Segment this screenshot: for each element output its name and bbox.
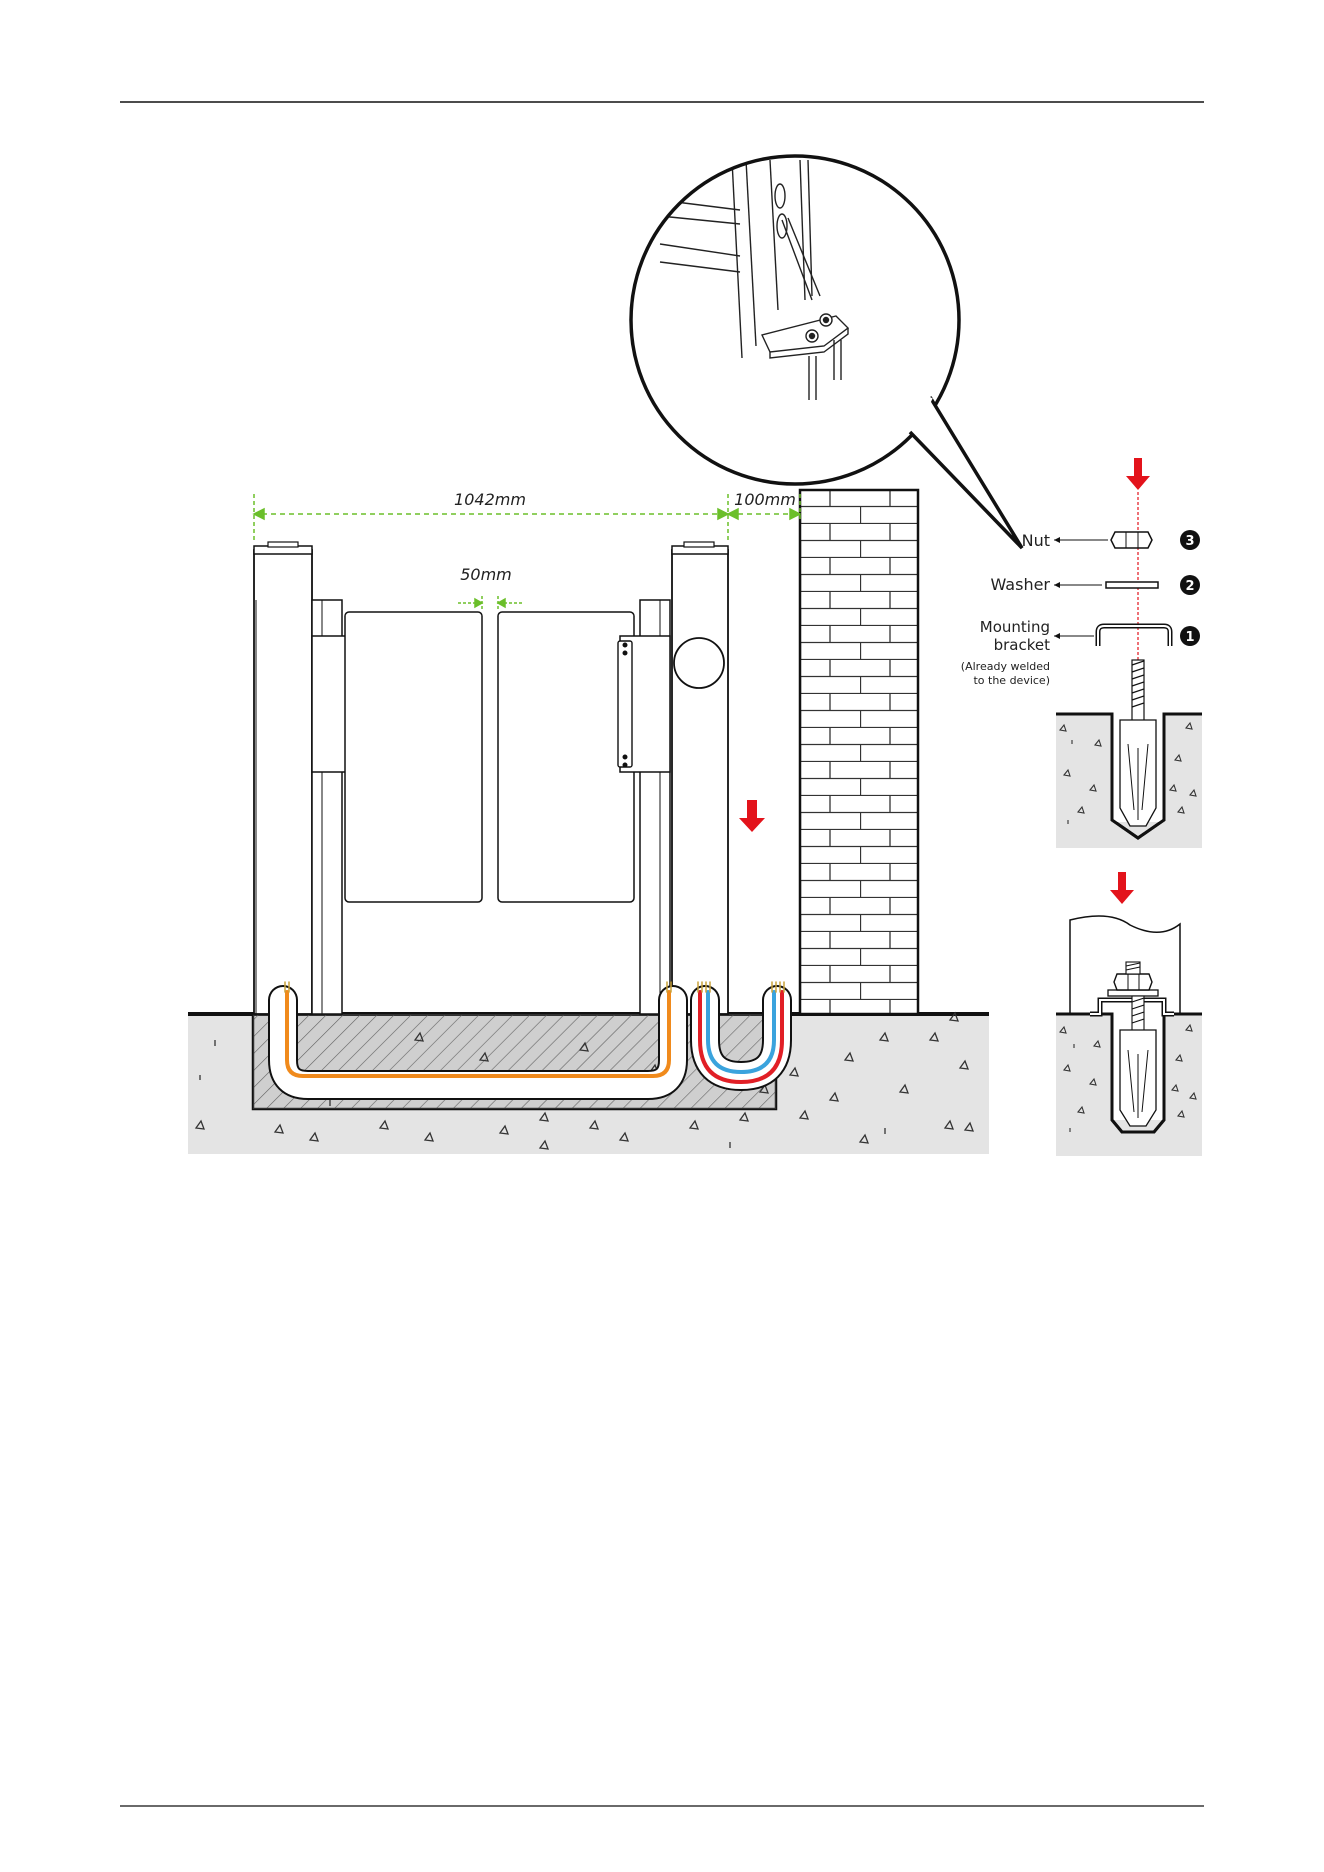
card-reader: [674, 638, 724, 688]
swing-gate: [254, 542, 728, 1014]
left-door-panel: [345, 612, 482, 902]
part-label-nut: Nut: [1022, 531, 1050, 550]
right-door-panel: [498, 612, 634, 902]
left-cabinet: [254, 550, 312, 1014]
brick-wall: [800, 490, 918, 1014]
right-cabinet: [672, 550, 728, 1014]
part-number-2: 2: [1185, 579, 1194, 594]
dimension-door-gap: 50mm: [460, 565, 512, 584]
part-number-1: 1: [1185, 630, 1194, 645]
part-label-washer: Washer: [991, 575, 1051, 594]
dimension-overall-width: 1042mm: [454, 490, 526, 509]
down-arrow-icon: [739, 800, 765, 832]
dimension-wall-gap: 100mm: [734, 490, 796, 509]
anchor-exploded-view: [1054, 458, 1202, 848]
part-number-3: 3: [1185, 534, 1194, 549]
anchor-assembled-view: [1056, 872, 1202, 1156]
